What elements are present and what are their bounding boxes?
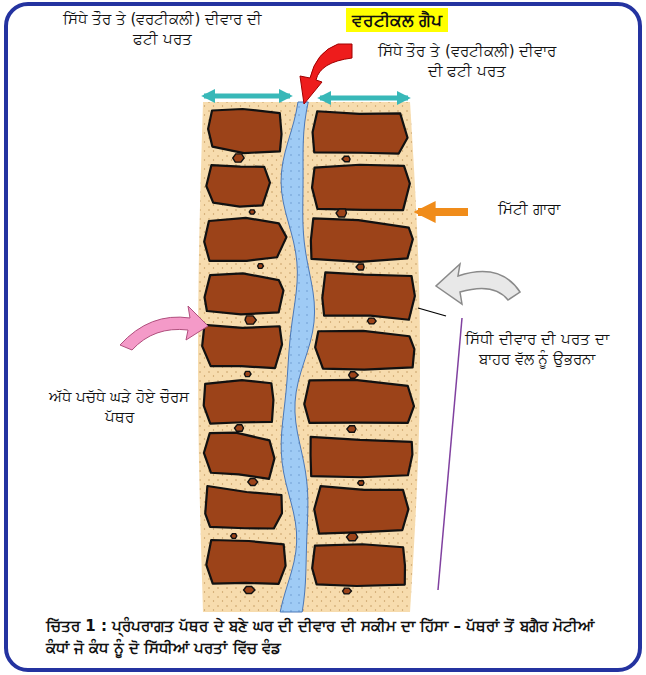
callout-label: ਮਿੱਟੀ ਗਾਰਾ — [474, 200, 584, 220]
pointer-arrow — [418, 208, 468, 216]
callout-label: ਸਿੱਧੀ ਦੀਵਾਰ ਦੀ ਪਰਤ ਦਾ ਬਾਹਰ ਵੱਲ ਨੂੰ ਉਭਰਨਾ — [462, 330, 612, 369]
stone — [206, 165, 270, 206]
callout-label: ਸਿੱਧੇ ਤੌਰ ਤੇ (ਵਰਟੀਕਲੀ) ਦੀਵਾਰ ਦੀ ਫਟੀ ਪਰਤ — [372, 42, 562, 81]
pebble — [244, 586, 255, 593]
leader-line — [418, 308, 446, 316]
pointer-arrow — [436, 264, 520, 304]
stone-wall — [198, 102, 420, 612]
mud-mortar — [198, 102, 420, 612]
pebble — [347, 533, 358, 541]
stone — [205, 273, 284, 314]
pebble — [245, 316, 256, 324]
pebble — [234, 425, 243, 432]
stone — [204, 218, 286, 261]
bulge-line — [438, 318, 462, 590]
pebble — [233, 154, 244, 162]
pointer-arrow — [120, 306, 208, 350]
pebble — [347, 426, 356, 433]
callout-label: ਸਿੱਧੇ ਤੌਰ ਤੇ (ਵਰਟੀਕਲੀ) ਦੀਵਾਰ ਦੀ ਫਟੀ ਪਰਤ — [55, 10, 270, 49]
stone — [208, 109, 281, 153]
highlight-box: ਵਰਟੀਕਲ ਗੈਪ — [346, 8, 448, 32]
pebble — [342, 156, 350, 162]
pebble — [248, 479, 258, 486]
width-arrow — [204, 94, 290, 99]
stone — [315, 331, 414, 370]
figure-caption: ਚਿੱਤਰ 1 : ਪ੍ਰੰਪਰਾਗਤ ਪੱਥਰ ਦੇ ਬਣੇ ਘਰ ਦੀ ਦੀ… — [46, 616, 616, 660]
frame — [6, 4, 640, 670]
pebble — [231, 534, 237, 539]
stone — [311, 437, 413, 477]
node-text: ਵਰਟੀਕਲ ਗੈਪ — [352, 10, 442, 30]
stone — [312, 165, 410, 210]
stone — [202, 325, 282, 368]
stone — [304, 380, 414, 423]
stone — [313, 111, 408, 153]
stone — [204, 380, 274, 423]
stone — [204, 433, 275, 479]
stone — [311, 218, 413, 262]
stone — [206, 540, 285, 584]
callout-label: ਅੱਧੇ ਪਚੱਧੇ ਘੜੇ ਹੋਏ ਚੌਰਸ ਪੱਥਰ — [44, 388, 194, 427]
stone — [322, 272, 415, 319]
stone — [314, 486, 408, 533]
pebble — [367, 318, 376, 324]
stone — [312, 544, 405, 586]
pebble — [343, 588, 352, 594]
pebble — [249, 210, 255, 214]
width-arrow — [320, 96, 408, 101]
pebble — [336, 209, 346, 217]
pebble — [358, 481, 364, 486]
stone — [205, 486, 282, 528]
pointer-arrow — [300, 44, 352, 104]
pebble — [258, 264, 264, 269]
vertical-gap — [280, 102, 314, 612]
pebble — [349, 372, 359, 378]
pebble — [244, 371, 251, 376]
pebble — [356, 264, 364, 270]
